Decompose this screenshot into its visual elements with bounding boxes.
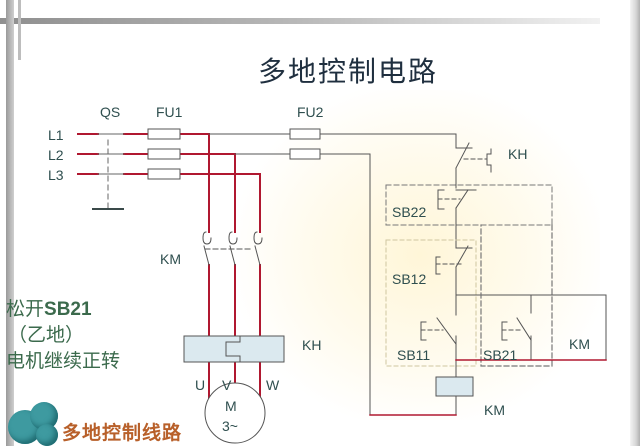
label-l1: L1 — [48, 127, 64, 143]
label-motor-phase: 3~ — [222, 418, 238, 434]
label-l3: L3 — [48, 167, 64, 183]
frame-left-accent — [18, 0, 21, 60]
note-line-1: 松开SB21 — [6, 297, 92, 323]
label-fu2: FU2 — [297, 104, 324, 120]
kh-nc-contact — [455, 142, 492, 173]
frame-right-bar — [630, 0, 640, 446]
km-coil — [435, 376, 474, 397]
logo-text: 多地控制线路 — [62, 422, 183, 444]
label-km-aux: KM — [569, 336, 590, 352]
sb11-contact — [420, 317, 457, 345]
fu2-fuses — [289, 128, 321, 160]
note-line-2: （乙地） — [8, 325, 85, 346]
label-km-coil: KM — [484, 402, 505, 418]
label-sb12: SB12 — [392, 271, 427, 287]
sb22-contact — [437, 189, 477, 210]
label-u: U — [195, 377, 206, 393]
label-motor-m: M — [225, 398, 237, 414]
label-sb22: SB22 — [392, 204, 427, 220]
label-kh-main: KH — [302, 337, 322, 353]
label-v: V — [222, 377, 232, 393]
frame-top-bar — [0, 18, 600, 24]
sb21-contact — [501, 317, 532, 341]
note-button-name: SB21 — [44, 299, 92, 320]
label-kh-contact: KH — [508, 146, 528, 162]
note-prefix: 松开 — [6, 299, 45, 320]
sb22-box — [385, 184, 553, 226]
label-sb21: SB21 — [483, 347, 518, 363]
km-main-contacts — [202, 231, 263, 266]
label-km-main: KM — [160, 251, 181, 267]
label-fu1: FU1 — [156, 104, 183, 120]
fu1-fuses — [147, 128, 181, 180]
sb12-contact — [435, 245, 473, 275]
note-line-3: 电机继续正转 — [6, 351, 121, 372]
label-qs: QS — [100, 104, 121, 120]
motor-symbol — [204, 382, 266, 444]
frame-left-bar — [6, 0, 14, 446]
label-l2: L2 — [48, 147, 64, 163]
sb21-box — [480, 224, 553, 367]
label-w: W — [266, 377, 280, 393]
background-glow — [240, 90, 600, 420]
diagram-title: 多地控制电路 — [258, 56, 439, 87]
location-a-box — [385, 239, 477, 367]
label-sb11: SB11 — [397, 347, 431, 363]
kh-thermal-relay — [183, 335, 285, 363]
